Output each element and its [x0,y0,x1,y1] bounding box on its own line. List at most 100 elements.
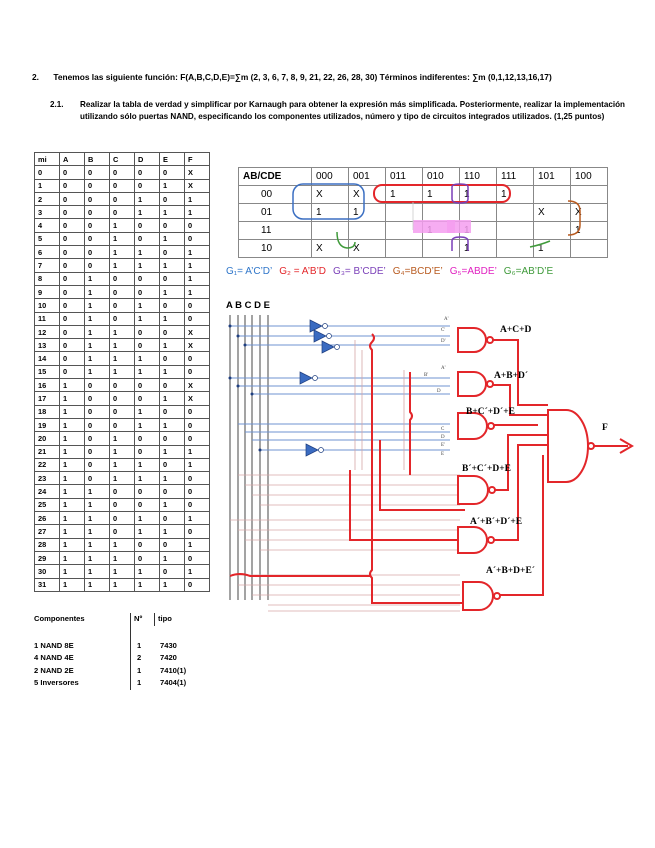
group-expression: G₁= A’C’D’ [226,266,273,277]
nand-gate-1 [457,327,487,353]
truth-table-cell: 31 [34,577,60,592]
gate-label-3: B+C´+D´+E [466,406,515,417]
group-g6-left [336,231,356,249]
input-bus [229,315,269,600]
components-header-name: Componentes [34,614,85,623]
gate-label-2: A+B+D´ [494,370,528,381]
question-text: Tenemos las siguiente función: F(A,B,C,D… [53,72,552,82]
group-expression: G₂ = A’B’D [279,266,327,277]
group-g1 [292,183,365,220]
question: 2. Tenemos las siguiente función: F(A,B,… [32,72,632,82]
components-spacer [130,625,210,640]
nand-gate-4 [457,475,489,505]
nand-gate-2 [457,371,487,397]
group-g6-right [529,240,551,248]
small-label-d3: D [441,435,445,440]
components-cell: 7420 [160,653,177,662]
small-label-c: C' [441,328,445,333]
group-g3-top [451,183,469,204]
components-cell: 4 NAND 4E [34,653,74,662]
gate-label-4: B´+C´+D+E [462,463,511,474]
kmap-cell [570,239,608,258]
group-expression: G₆=AB’D’E [503,266,554,277]
components-cell: 5 Inversores [34,678,79,687]
group-g5-fill [413,220,455,233]
nand-gate-output [547,409,589,483]
group-expression: G₃= B’CDE’ [333,266,386,277]
truth-table-cell: 0 [184,364,210,380]
small-label-c2: C [441,427,445,432]
small-label-b: B' [424,373,428,378]
components-header: Componentes Nº tipo [34,613,210,626]
nand-gates [457,327,595,611]
nand-gate-6 [462,581,494,611]
components-cell: 7404(1) [160,678,187,687]
small-label-e: E' [441,443,445,448]
gate-label-1: A+C+D [500,325,532,335]
small-label-a2: A' [441,366,446,371]
components-cell: 2 NAND 2E [34,665,74,675]
components-cell: 1 [130,664,157,677]
small-label-a: A' [444,317,449,322]
components-cell: 7410(1) [160,665,187,675]
group-g4 [567,200,581,236]
components-header-number: Nº [130,613,155,626]
components-cell: 7430 [160,640,177,650]
output-label: F [602,423,608,433]
wires-blue [230,325,450,451]
subquestion-text: Realizar la tabla de verdad y simplifica… [80,100,625,121]
components-cell: 1 [130,639,157,652]
components-cell: 2 [130,652,157,665]
nand-gate-3 [457,412,488,440]
group-g5-fill-2 [447,220,471,233]
subquestion-number: 2.1. [50,100,64,109]
group-g3-bottom [451,236,469,251]
components-cell: 1 [130,677,157,690]
group-g2 [373,184,511,203]
wires-faint [230,340,460,612]
truth-table-cell: 1 [159,577,185,592]
gate-label-5: A´+B´+D´+E [470,516,522,527]
group-expression: G₄=BCD’E’ [392,266,443,277]
components-cell: 1 NAND 8E [34,640,74,650]
truth-table-cell: 0 [184,550,210,566]
junction-dots [228,324,262,452]
truth-table-cell: 1 [184,191,210,207]
group-expression: G₅=ABDE’ [449,266,497,277]
small-label-e2: E [441,452,444,457]
question-number: 2. [32,72,39,82]
wires-red [229,333,634,604]
components-header-type: tipo [158,614,172,623]
inverters [299,319,340,457]
small-label-d2: D [437,389,441,394]
truth-table-cell: 0 [184,577,210,592]
gate-label-6: A´+B+D+E´ [486,565,535,576]
truth-table-cell: 1 [134,577,160,592]
kmap-col-header: 100 [570,167,608,186]
